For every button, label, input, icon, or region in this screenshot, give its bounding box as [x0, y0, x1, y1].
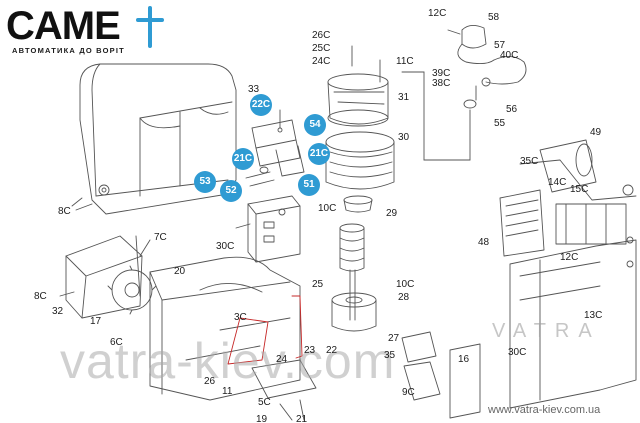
part-label: 21 — [296, 414, 308, 423]
part-label: 14C — [548, 177, 567, 188]
logo-cross-icon — [136, 6, 164, 48]
part-label: 15C — [570, 184, 589, 195]
brand-tagline: АВТОМАТИКА ДО ВОРІТ — [12, 46, 125, 55]
worm-shaft-drawing — [331, 223, 377, 332]
highlight-badge: 52 — [220, 180, 242, 202]
part-label: 33 — [248, 84, 260, 95]
part-label: 35 — [384, 350, 396, 361]
part-label: 57 — [494, 40, 506, 51]
part-label: 32 — [52, 306, 64, 317]
part-label: 12C — [428, 8, 447, 19]
part-label: 35C — [520, 156, 539, 167]
part-label: 12C — [560, 252, 579, 263]
part-label: 9C — [402, 387, 415, 398]
part-label: 20 — [174, 266, 186, 277]
part-label: 31 — [398, 92, 410, 103]
part-label: 22 — [326, 345, 338, 356]
part-label: 58 — [488, 12, 500, 23]
highlight-badge: 54 — [304, 114, 326, 136]
mount-plate-drawing — [247, 195, 301, 263]
control-board-drawing — [499, 139, 637, 409]
part-label: 10C — [396, 279, 415, 290]
part-label: 6C — [110, 337, 123, 348]
switch-bracket-drawing — [245, 109, 305, 187]
part-label: 49 — [590, 127, 602, 138]
part-label: 39C — [432, 68, 451, 79]
part-label: 19 — [256, 414, 268, 423]
highlight-badge: 21C — [232, 148, 254, 170]
part-label: 7C — [154, 232, 167, 243]
part-label: 28 — [398, 292, 410, 303]
part-label: 13C — [584, 310, 603, 321]
part-label: 55 — [494, 118, 506, 129]
part-label: 11C — [396, 56, 414, 67]
part-label: 17 — [90, 316, 102, 327]
part-label: 56 — [506, 104, 518, 115]
part-label: 24C — [312, 56, 331, 67]
part-label: 24 — [276, 354, 288, 365]
brand-logo: CAME — [6, 4, 121, 48]
watermark-mark: VATRA — [492, 320, 601, 342]
part-label: 11 — [222, 386, 233, 397]
part-label: 23 — [304, 345, 316, 356]
part-label: 3C — [234, 312, 247, 323]
part-label: 16 — [458, 354, 470, 365]
part-label: 38C — [432, 78, 451, 89]
watermark-url: www.vatra-kiev.com.ua — [488, 404, 601, 416]
part-label: 8C — [58, 206, 71, 217]
highlight-badge: 22C — [250, 94, 272, 116]
part-label: 30 — [398, 132, 410, 143]
part-label: 30C — [216, 241, 235, 252]
part-label: 25 — [312, 279, 324, 290]
gearbox-housing-drawing — [59, 197, 481, 421]
part-label: 29 — [386, 208, 398, 219]
motor-stack-drawing — [325, 45, 471, 213]
motor-cover-drawing — [75, 63, 237, 215]
part-label: 10C — [318, 203, 337, 214]
highlight-badge: 21C — [308, 143, 330, 165]
part-label: 26C — [312, 30, 331, 41]
part-label: 25C — [312, 43, 331, 54]
cable-assembly-drawing — [447, 25, 527, 109]
part-label: 8C — [34, 291, 47, 302]
part-label: 27 — [388, 333, 400, 344]
part-label: 5C — [258, 397, 271, 408]
part-label: 40C — [500, 50, 519, 61]
watermark-large: vatra-kiev.com — [60, 333, 396, 389]
part-label: 48 — [478, 237, 490, 248]
part-label: 30C — [508, 347, 527, 358]
part-label: 26 — [204, 376, 216, 387]
highlight-badge: 53 — [194, 171, 216, 193]
highlight-badge: 51 — [298, 174, 320, 196]
